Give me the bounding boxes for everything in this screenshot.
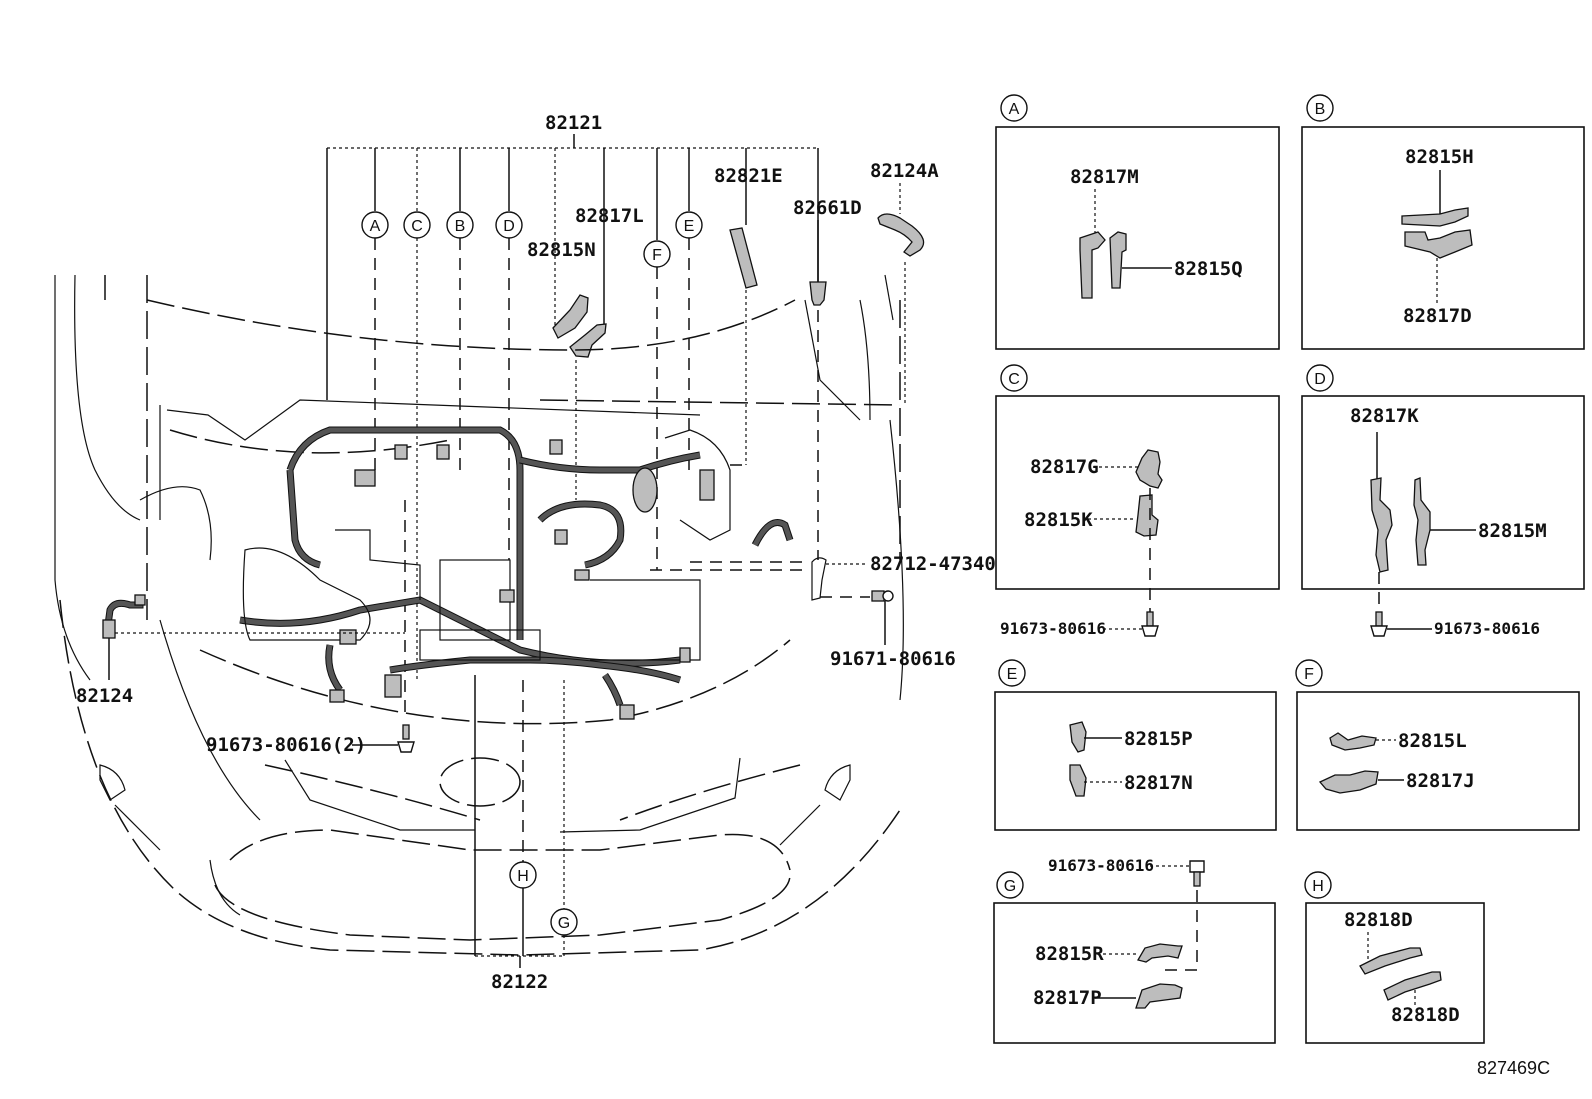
part-label-82815R[interactable]: 82815R (1035, 943, 1104, 965)
bolt-91671-80616[interactable]: 91671-80616 (830, 590, 956, 670)
detail-D-callout: D (1314, 371, 1326, 388)
part-label-91673-80616-d[interactable]: 91673-80616 (1434, 619, 1540, 638)
part-label-82815L[interactable]: 82815L (1398, 730, 1467, 752)
part-82815P[interactable] (1069, 721, 1087, 753)
bolt-91673-80616-g[interactable]: 91673-80616 (1048, 856, 1205, 887)
part-82815K[interactable] (1135, 494, 1159, 537)
part-label-82817M[interactable]: 82817M (1070, 166, 1139, 188)
part-label-82712-47340[interactable]: 82712-47340 (870, 553, 996, 575)
detail-A-callout: A (1009, 101, 1020, 118)
detail-G: 91673-80616 G 82815R 82817P (993, 856, 1276, 1044)
detail-C-callout: C (1008, 371, 1020, 388)
detail-F: F 82815L 82817J (1295, 659, 1580, 831)
callout-C[interactable]: C (403, 211, 431, 239)
part-82821E[interactable] (729, 227, 758, 289)
part-label-82815K[interactable]: 82815K (1024, 509, 1093, 531)
part-label-82815P[interactable]: 82815P (1124, 728, 1193, 750)
part-82818D-lower[interactable] (1383, 971, 1442, 1001)
fastener-82712-47340[interactable]: 82712-47340 (811, 553, 996, 601)
svg-text:A: A (370, 218, 381, 235)
part-label-82817N[interactable]: 82817N (1124, 772, 1193, 794)
bolt-91673-80616-c[interactable]: 91673-80616 (1000, 611, 1159, 638)
callout-E[interactable]: E (675, 211, 703, 239)
part-label-91673-80616-c[interactable]: 91673-80616 (1000, 619, 1106, 638)
part-label-82818D-upper[interactable]: 82818D (1344, 909, 1413, 931)
part-label-82815N[interactable]: 82815N (527, 239, 596, 261)
harness-82122-bracket: 82122 (474, 675, 565, 993)
part-label-82817L[interactable]: 82817L (575, 205, 644, 227)
vehicle-body-outline (54, 274, 904, 956)
detail-A: A 82817M 82815Q (995, 94, 1280, 350)
detail-D: D 82817K 82815M 91673-80616 (1301, 364, 1585, 638)
part-label-82122[interactable]: 82122 (491, 971, 548, 993)
callout-B[interactable]: B (446, 211, 474, 239)
part-82817J[interactable] (1318, 770, 1379, 794)
part-label-82124A[interactable]: 82124A (870, 160, 939, 182)
part-82815H[interactable] (1401, 207, 1469, 227)
part-label-82815H[interactable]: 82815H (1405, 146, 1474, 168)
bolt-91673-80616-x2[interactable]: 91673-80616(2) (206, 724, 415, 756)
part-label-82817G[interactable]: 82817G (1030, 456, 1099, 478)
part-label-82817D[interactable]: 82817D (1403, 305, 1472, 327)
part-82817M[interactable] (1079, 231, 1106, 299)
part-label-82661D[interactable]: 82661D (793, 197, 862, 219)
svg-text:H: H (517, 868, 529, 885)
part-82815N[interactable] (552, 294, 589, 339)
part-label-82818D-lower[interactable]: 82818D (1391, 1004, 1460, 1026)
harness-82124[interactable]: 82124 (76, 594, 405, 707)
main-view: 82121 A C B (54, 112, 996, 993)
svg-text:C: C (411, 218, 423, 235)
part-82817G[interactable] (1135, 449, 1163, 489)
part-82815M[interactable] (1413, 477, 1431, 566)
part-82817N[interactable] (1069, 764, 1087, 797)
figure-id: 827469C (1477, 1058, 1550, 1078)
part-label-82815M[interactable]: 82815M (1478, 520, 1547, 542)
svg-text:E: E (684, 218, 695, 235)
callout-H[interactable]: H (509, 861, 537, 889)
svg-text:G: G (558, 915, 570, 932)
detail-H-callout: H (1312, 878, 1324, 895)
emblem-outline (439, 757, 521, 807)
part-82817K[interactable] (1370, 477, 1393, 573)
part-label-91673-80616-g[interactable]: 91673-80616 (1048, 856, 1154, 875)
part-82817P[interactable] (1135, 983, 1183, 1009)
part-label-82815Q[interactable]: 82815Q (1174, 258, 1243, 280)
engine-harness (239, 426, 794, 720)
part-label-91673-80616-2[interactable]: 91673-80616(2) (206, 734, 366, 756)
detail-H: H 82818D 82818D (1304, 871, 1485, 1044)
detail-C: C 82817G 82815K 91673-80616 (995, 364, 1280, 638)
part-82817L[interactable] (569, 323, 607, 358)
part-82815R[interactable] (1137, 943, 1183, 963)
svg-text:F: F (652, 247, 662, 264)
callout-D[interactable]: D (495, 211, 523, 239)
part-label-82817J[interactable]: 82817J (1406, 770, 1475, 792)
detail-E-callout: E (1007, 666, 1018, 683)
detail-E: E 82815P 82817N (994, 659, 1277, 831)
part-label-91671-80616[interactable]: 91671-80616 (830, 648, 956, 670)
part-82817D[interactable] (1404, 229, 1473, 259)
part-label-82124[interactable]: 82124 (76, 685, 133, 707)
svg-text:B: B (455, 218, 466, 235)
part-label-82817P[interactable]: 82817P (1033, 987, 1102, 1009)
callout-F[interactable]: F (643, 240, 671, 268)
part-label-82817K[interactable]: 82817K (1350, 405, 1419, 427)
part-label-82821E[interactable]: 82821E (714, 165, 783, 187)
svg-text:D: D (503, 218, 515, 235)
part-82818D-upper[interactable] (1359, 947, 1423, 975)
detail-F-callout: F (1304, 666, 1314, 683)
part-82124A[interactable] (877, 213, 925, 257)
part-label-82121[interactable]: 82121 (545, 112, 602, 134)
callout-A[interactable]: A (361, 211, 389, 239)
part-82661D[interactable] (809, 281, 827, 306)
callout-G[interactable]: G (550, 908, 578, 936)
part-82815Q[interactable] (1109, 231, 1127, 289)
detail-B: B 82815H 82817D (1301, 94, 1585, 350)
bolt-91673-80616-d[interactable]: 91673-80616 (1370, 611, 1540, 638)
detail-G-callout: G (1004, 878, 1016, 895)
detail-B-callout: B (1315, 101, 1326, 118)
part-82815L[interactable] (1329, 732, 1377, 751)
